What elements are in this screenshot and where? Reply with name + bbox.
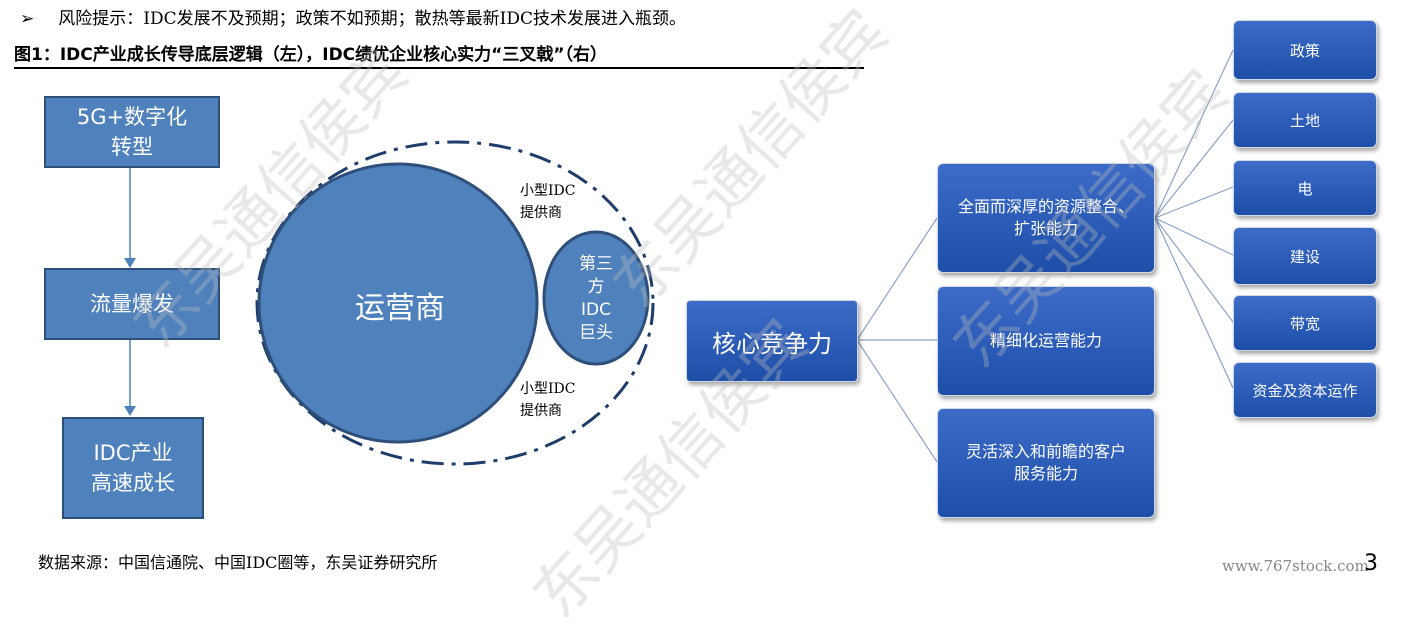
bullet-icon: ➢ [20, 9, 35, 29]
capability-refined-operation: 精细化运营能力 [937, 286, 1155, 396]
resource-bandwidth: 带宽 [1233, 295, 1377, 351]
resource-capital-label: 资金及资本运作 [1252, 381, 1358, 400]
flow-step-idc-growth-line2: 高速成长 [91, 471, 175, 495]
third-party-line1: 第三 [579, 254, 613, 274]
core-competence-box: 核心竞争力 [686, 300, 858, 382]
operator-circle [257, 162, 539, 444]
flow-step-digital: 5G+数字化 转型 [44, 96, 220, 168]
flow-step-traffic-label: 流量爆发 [90, 292, 174, 316]
core-competence-label: 核心竞争力 [712, 329, 832, 358]
operator-label: 运营商 [355, 291, 445, 326]
flow-arrowhead-2 [124, 406, 136, 416]
capability-resource-integration: 全面而深厚的资源整合、 扩张能力 [937, 163, 1155, 273]
third-party-line4: 巨头 [579, 323, 613, 343]
capability-resource-integration-line1: 全面而深厚的资源整合、 [957, 197, 1134, 216]
capability-customer-service-line2: 服务能力 [1013, 464, 1078, 483]
page-number: 3 [1364, 551, 1378, 576]
flow-step-digital-line1: 5G+数字化 [76, 105, 188, 129]
small-idc-top-label: 小型IDC 提供商 [520, 180, 575, 224]
third-party-circle [542, 230, 650, 366]
flow-step-idc-growth: IDC产业 高速成长 [62, 417, 204, 519]
capability-resource-integration-line2: 扩张能力 [1013, 219, 1078, 238]
diagram-lines [124, 49, 1234, 466]
capability-customer-service-line1: 灵活深入和前瞻的客户 [965, 442, 1126, 461]
resource-land: 土地 [1233, 92, 1377, 148]
core-connectors [856, 217, 938, 463]
flow-step-idc-growth-line1: IDC产业 [93, 441, 173, 465]
site-url: www.767stock.com [1222, 557, 1369, 575]
resource-capital: 资金及资本运作 [1233, 362, 1377, 418]
flow-step-traffic: 流量爆发 [44, 268, 220, 340]
resource-bandwidth-label: 带宽 [1289, 314, 1320, 333]
small-idc-top-line2: 提供商 [520, 205, 562, 221]
flow-step-digital-line2: 转型 [111, 135, 153, 159]
capability-refined-operation-label: 精细化运营能力 [989, 331, 1102, 350]
small-idc-bottom-label: 小型IDC 提供商 [520, 378, 575, 422]
resource-power-label: 电 [1297, 179, 1313, 198]
third-party-label: 第三 方 IDC 巨头 [556, 253, 636, 345]
resource-land-label: 土地 [1289, 111, 1320, 130]
small-idc-bottom-line1: 小型IDC [520, 381, 576, 397]
third-party-line3: IDC [581, 300, 611, 320]
resource-construction-label: 建设 [1289, 247, 1320, 266]
small-idc-bottom-line2: 提供商 [520, 403, 562, 419]
risk-warning: ➢ 风险提示：IDC发展不及预期；政策不如预期；散热等最新IDC技术发展进入瓶颈。 [20, 4, 686, 29]
resource-connectors [1154, 49, 1234, 389]
small-idc-top-line1: 小型IDC [520, 183, 576, 199]
resource-power: 电 [1233, 160, 1377, 216]
data-source: 数据来源：中国信通院、中国IDC圈等，东吴证券研究所 [38, 553, 438, 572]
third-party-line2: 方 [587, 277, 605, 297]
market-boundary-ellipse [255, 140, 655, 466]
resource-policy: 政策 [1233, 20, 1377, 80]
flow-arrowhead-1 [124, 258, 136, 268]
risk-text: 风险提示：IDC发展不及预期；政策不如预期；散热等最新IDC技术发展进入瓶颈。 [58, 9, 686, 29]
capability-customer-service: 灵活深入和前瞻的客户 服务能力 [937, 408, 1155, 518]
resource-construction: 建设 [1233, 227, 1377, 285]
resource-policy-label: 政策 [1289, 41, 1320, 60]
figure-title: 图1：IDC产业成长传导底层逻辑（左），IDC绩优企业核心实力“三叉戟”（右） [14, 40, 864, 69]
